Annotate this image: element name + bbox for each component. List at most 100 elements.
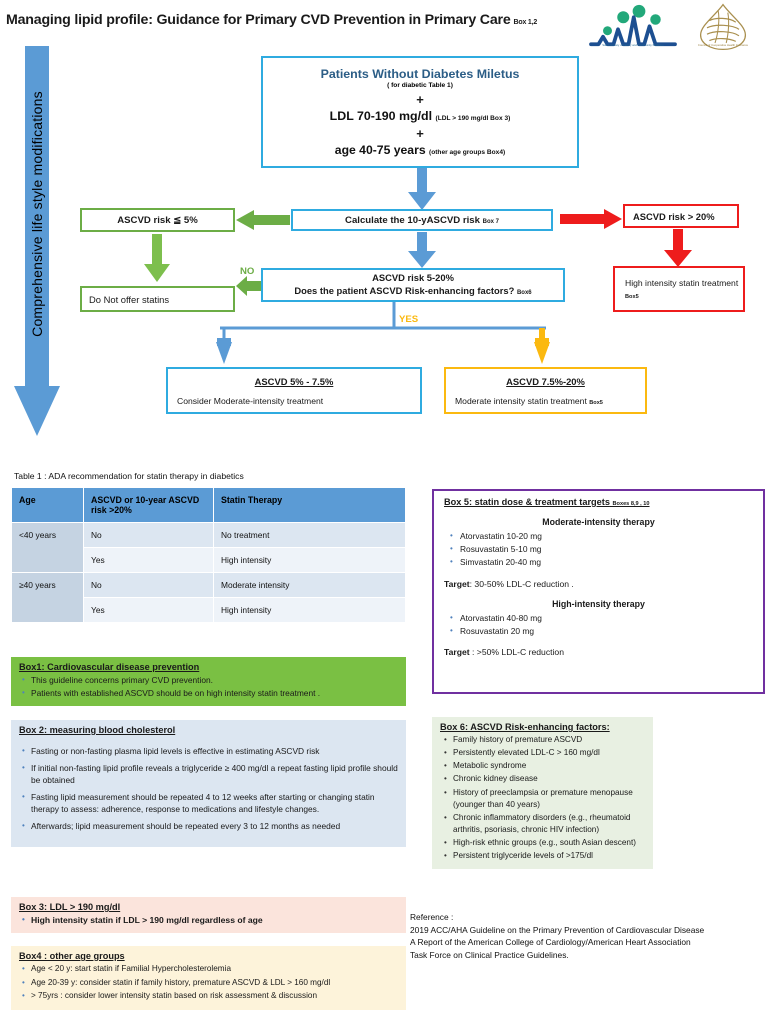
table-row: ≥40 years No Moderate intensity	[11, 572, 406, 623]
box5-moderate-heading: Moderate-intensity therapy	[542, 517, 655, 527]
reference-line-4: Task Force on Clinical Practice Guidelin…	[410, 949, 569, 960]
table-cell-therapy: High intensity	[213, 597, 406, 623]
table-cell-risk: No	[83, 572, 214, 598]
table-row: Yes High intensity	[12, 547, 406, 573]
criteria-plus-2: +	[416, 126, 424, 141]
table-header-row: Age ASCVD or 10-year ASCVD risk >20% Sta…	[11, 487, 406, 523]
calculate-ref: Box 7	[482, 218, 499, 225]
list-item: Age < 20 y: start statin if Familial Hyp…	[19, 963, 398, 976]
list-item: Afterwards; lipid measurement should be …	[19, 820, 398, 833]
list-item: Chronic inflammatory disorders (e.g., rh…	[440, 812, 645, 836]
criteria-line-3: age 40-75 years (other age groups Box4)	[271, 143, 569, 157]
reference-line-3: A Report of the American College of Card…	[410, 937, 691, 948]
info-box-3: Box 3: LDL > 190 mg/dl High intensity st…	[11, 897, 406, 934]
table-cell-risk: Yes	[83, 597, 214, 623]
list-item: High-risk ethnic groups (e.g., south Asi…	[440, 837, 645, 849]
table-cell-age: ≥40 years	[11, 572, 84, 623]
calculate-label: Calculate the 10-yASCVD risk	[345, 214, 480, 226]
table-cell-risk: No	[83, 522, 214, 548]
risk-high-label: ASCVD risk > 20%	[633, 210, 715, 222]
high-intensity-text: High intensity statin treatment Box5	[625, 277, 743, 302]
criteria-line-2: LDL 70-190 mg/dl (LDL > 190 mg/dl Box 3)	[271, 109, 569, 123]
table-header-therapy: Statin Therapy	[213, 487, 406, 523]
risk-low-label: ASCVD risk ≦ 5%	[117, 214, 198, 226]
box5-title-ref: Boxes 8,9 , 10	[612, 501, 650, 507]
criteria-line-3-text: age 40-75 years	[334, 143, 426, 157]
flow-box-risk-high: ASCVD risk > 20%	[623, 204, 739, 228]
list-item: Fasting lipid measurement should be repe…	[19, 791, 398, 816]
table-cell-age: <40 years	[11, 522, 84, 573]
list-item: Family history of premature ASCVD	[440, 734, 645, 746]
info-box-5: Box 5: statin dose & treatment targets B…	[432, 489, 765, 694]
flow-box-calculate-risk: Calculate the 10-yASCVD risk Box 7	[291, 209, 553, 231]
list-item: Fasting or non-fasting plasma lipid leve…	[19, 745, 398, 758]
list-item: Metabolic syndrome	[440, 760, 645, 772]
table-cell-therapy: No treatment	[213, 522, 406, 548]
list-item: Age 20-39 y: consider statin if family h…	[19, 977, 398, 990]
risk-mid-text: ASCVD risk 5-20% Does the patient ASCVD …	[263, 272, 563, 297]
risk-mid-line-2: Does the patient ASCVD Risk-enhancing fa…	[294, 285, 515, 296]
saudi-society-logo-caption: Saudi Society of Family and Community Me…	[602, 43, 664, 47]
outcome-high-text: Moderate intensity statin treatment	[455, 395, 587, 406]
list-item: Patients with established ASCVD should b…	[19, 687, 398, 699]
flow-box-high-intensity-treatment: High intensity statin treatment Box5	[613, 266, 745, 312]
criteria-line-2-sub: (LDL > 190 mg/dl Box 3)	[435, 115, 511, 122]
list-item: This guideline concerns primary CVD prev…	[19, 674, 398, 686]
table-row: Yes High intensity	[12, 597, 406, 623]
lifestyle-modifications-arrow: Comprehensive life style modifications	[14, 46, 60, 436]
arrow-left-no-branch-icon	[236, 276, 262, 296]
list-item: Atorvastatin 10-20 mg	[444, 530, 753, 542]
box4-list: Age < 20 y: start statin if Familial Hyp…	[19, 963, 398, 1003]
saudi-society-logo-icon	[589, 4, 677, 47]
table-caption: Table 1 : ADA recommendation for statin …	[14, 471, 244, 481]
list-item: Persistently elevated LDL-C > 160 mg/dl	[440, 747, 645, 759]
list-item: Rosuvastatin 5-10 mg	[444, 543, 753, 555]
list-item: Atorvastatin 40-80 mg	[444, 612, 753, 624]
box2-title: Box 2: measuring blood cholesterol	[19, 725, 176, 735]
arrow-down-to-no-statins-icon	[144, 234, 170, 282]
box3-title: Box 3: LDL > 190 mg/dl	[19, 902, 121, 912]
arrow-down-to-calculate-icon	[408, 168, 436, 210]
box5-high-target: Target : >50% LDL-C reduction	[444, 647, 753, 657]
box5-high-target-label: Target	[444, 646, 470, 657]
flow-box-patient-criteria: Patients Without Diabetes Miletus ( for …	[261, 56, 579, 168]
list-item: > 75yrs : consider lower intensity stati…	[19, 990, 398, 1003]
box3-list: High intensity statin if LDL > 190 mg/dl…	[19, 914, 398, 926]
risk-mid-line-1: ASCVD risk 5-20%	[372, 272, 454, 284]
flow-box-risk-low: ASCVD risk ≦ 5%	[80, 208, 235, 232]
table-cell-therapy: Moderate intensity	[213, 572, 406, 598]
calculate-text: Calculate the 10-yASCVD risk Box 7	[293, 215, 551, 226]
criteria-line-3-sub: (other age groups Box4)	[429, 149, 506, 156]
box1-list: This guideline concerns primary CVD prev…	[19, 674, 398, 699]
table-cell-therapy: High intensity	[213, 547, 406, 573]
list-item: High intensity statin if LDL > 190 mg/dl…	[19, 914, 398, 926]
reference-block: Reference : 2019 ACC/AHA Guideline on th…	[410, 911, 765, 961]
high-intensity-label: High intensity statin treatment	[625, 277, 739, 288]
arrow-right-to-high-risk-icon	[560, 209, 622, 229]
high-intensity-ref: Box5	[625, 293, 639, 300]
box5-moderate-target: Target: 30-50% LDL-C reduction .	[444, 579, 753, 589]
yes-branch-connector-icon	[216, 302, 550, 364]
outcome-low-header: ASCVD 5% - 7.5%	[254, 375, 334, 387]
list-item: Chronic kidney disease	[440, 773, 645, 785]
flow-box-no-statins: Do Not offer statins	[80, 286, 235, 312]
cchi-logo-caption: Council of Cooperative Health Insurance	[697, 43, 749, 47]
criteria-line-1: Patients Without Diabetes Miletus	[320, 67, 520, 81]
cvd-flowchart: Patients Without Diabetes Miletus ( for …	[0, 48, 768, 438]
box2-list: Fasting or non-fasting plasma lipid leve…	[19, 745, 398, 833]
list-item: Simvastatin 20-40 mg	[444, 556, 753, 568]
page-title: Managing lipid profile: Guidance for Pri…	[6, 12, 537, 28]
info-box-6: Box 6: ASCVD Risk-enhancing factors: Fam…	[432, 717, 653, 870]
list-item: If initial non-fasting lipid profile rev…	[19, 762, 398, 787]
box5-moderate-target-label: Target	[444, 578, 470, 589]
criteria-plus-1: +	[416, 92, 424, 107]
box5-title-text: Box 5: statin dose & treatment targets	[444, 497, 610, 507]
flow-box-outcome-moderate-consider: ASCVD 5% - 7.5% Consider Moderate-intens…	[166, 367, 422, 414]
info-box-4: Box4 : other age groups Age < 20 y: star…	[11, 946, 406, 1011]
no-statins-label: Do Not offer statins	[89, 293, 170, 305]
box4-title: Box4 : other age groups	[19, 951, 125, 961]
page-header: Managing lipid profile: Guidance for Pri…	[0, 0, 768, 52]
table-header-age: Age	[11, 487, 84, 523]
cchi-logo-icon	[699, 3, 747, 51]
